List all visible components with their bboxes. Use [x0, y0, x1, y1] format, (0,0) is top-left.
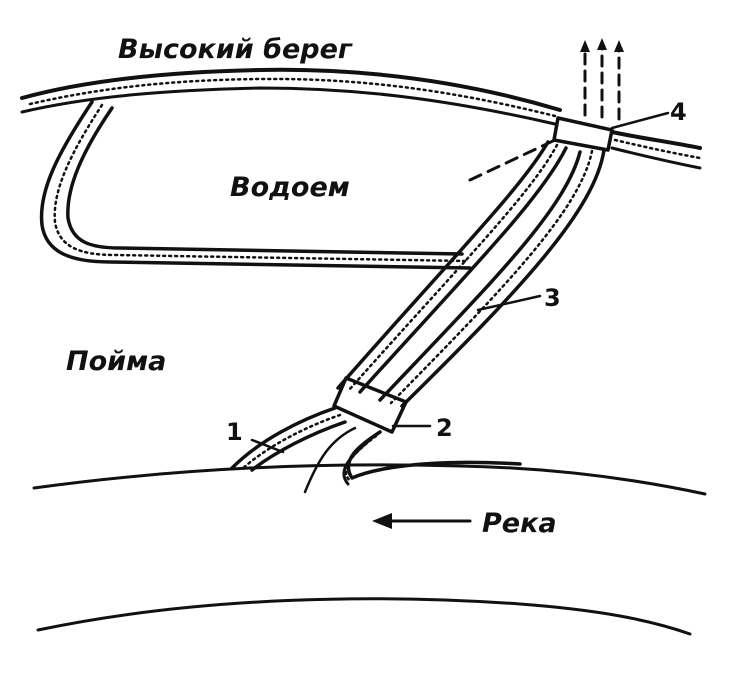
marker-4: 4: [670, 98, 687, 126]
high-bank: [20, 67, 702, 170]
marker-1: 1: [226, 418, 243, 446]
marker-2: 2: [436, 414, 453, 442]
structure-2: [332, 376, 408, 434]
river-label: Река: [482, 508, 557, 539]
high-bank-label: Высокий берег: [118, 34, 353, 65]
floodplain-label: Пойма: [66, 346, 166, 377]
marker-leaders: [250, 111, 670, 454]
channel-3: [336, 140, 606, 408]
marker-3: 3: [544, 284, 561, 312]
river-banks: [32, 463, 707, 636]
levee-1: [230, 406, 522, 494]
reservoir-dam: [39, 100, 472, 270]
structure-4: [468, 38, 624, 182]
reservoir-label: Водоем: [230, 172, 350, 203]
river-flow-arrow: [372, 513, 472, 529]
